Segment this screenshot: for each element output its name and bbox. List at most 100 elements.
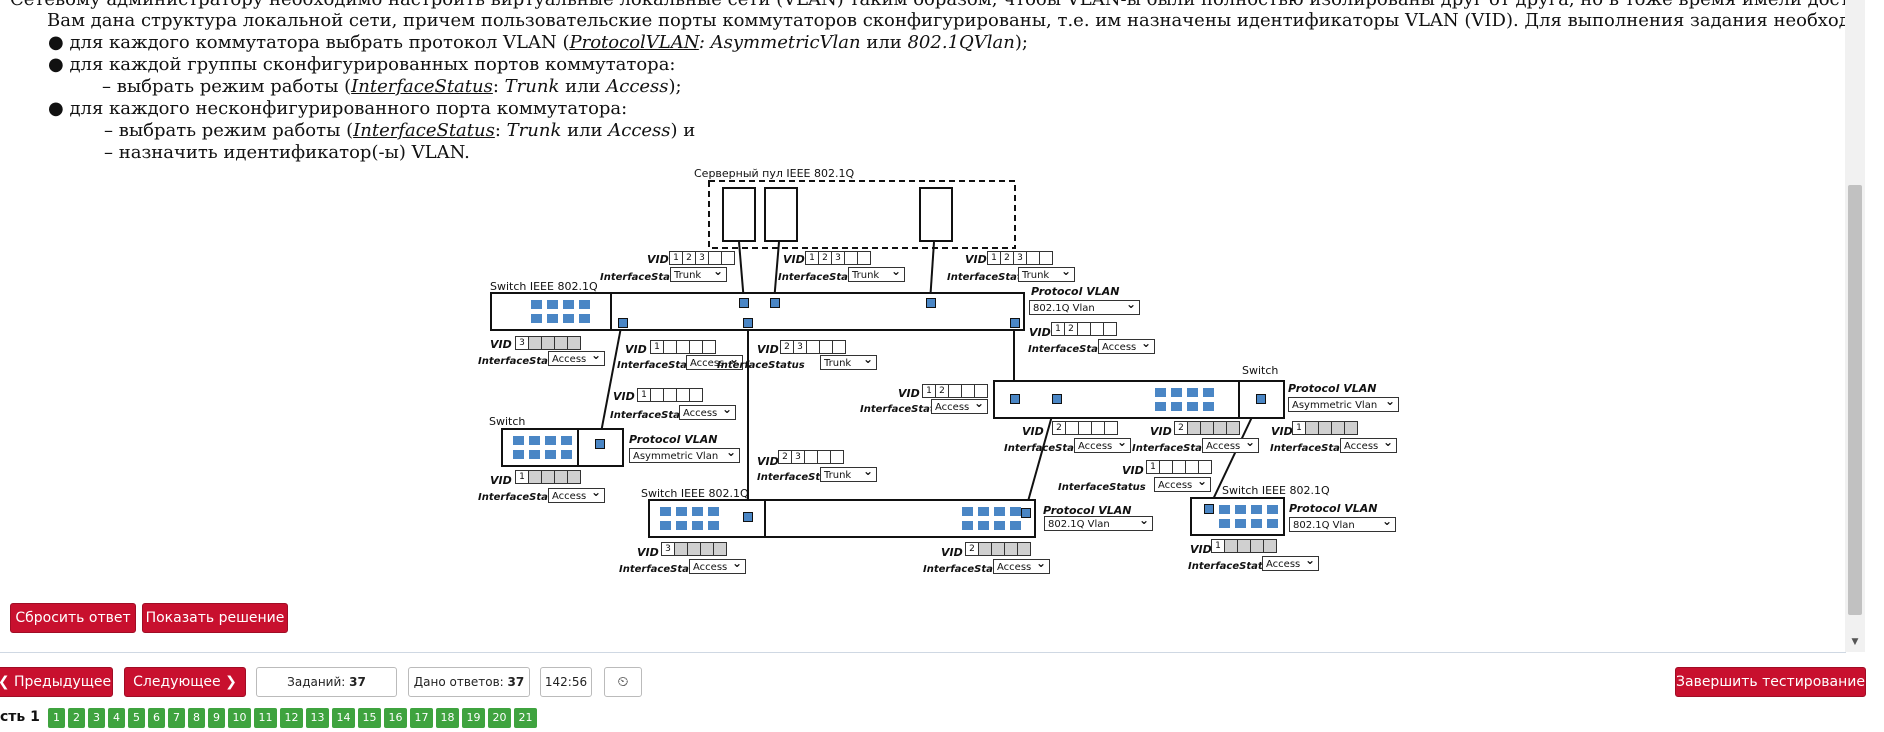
interface-status-select[interactable]: Access xyxy=(931,399,988,414)
page-number-button[interactable]: 21 xyxy=(514,708,537,728)
page-number-button[interactable]: 5 xyxy=(128,708,145,728)
switch-ports xyxy=(1219,505,1278,528)
interface-status-select[interactable]: Access xyxy=(686,355,743,370)
interface-status-select[interactable]: Access xyxy=(1074,438,1131,453)
vid-label: VID xyxy=(1150,425,1172,438)
page-number-button[interactable]: 7 xyxy=(168,708,185,728)
interface-status-label: InterfaceStatus xyxy=(1058,482,1146,493)
page-number-button[interactable]: 12 xyxy=(280,708,303,728)
chevron-left-icon: ❮ xyxy=(0,674,14,690)
next-button[interactable]: Следующее ❯ xyxy=(124,667,246,697)
interface-status-label: InterfaceStatus xyxy=(478,492,566,503)
port xyxy=(1204,504,1214,514)
port xyxy=(1010,394,1020,404)
switch-bottom-label: Switch IEEE 802.1Q xyxy=(641,487,749,500)
switch-left-panel xyxy=(501,428,579,467)
interface-status-select[interactable]: Access xyxy=(993,559,1050,574)
page-number-button[interactable]: 20 xyxy=(488,708,511,728)
clock-icon[interactable]: ⏲ xyxy=(604,667,642,697)
page-number-button[interactable]: 1 xyxy=(48,708,65,728)
show-solution-button[interactable]: Показать решение xyxy=(142,603,288,633)
scrollbar-thumb[interactable] xyxy=(1848,185,1862,615)
vid-cells[interactable]: 1 xyxy=(1146,460,1212,474)
vid-cells[interactable]: 1 xyxy=(637,388,703,402)
reset-answer-button[interactable]: Сбросить ответ xyxy=(10,603,136,633)
vid-cells[interactable]: 1 xyxy=(1211,539,1277,553)
vid-cells[interactable]: 1 xyxy=(515,470,581,484)
port xyxy=(770,298,780,308)
page-number-button[interactable]: 2 xyxy=(68,708,85,728)
interface-status-select[interactable]: Access xyxy=(548,488,605,503)
finish-test-button[interactable]: Завершить тестирование xyxy=(1675,667,1866,697)
switch-right-label: Switch xyxy=(1242,364,1279,377)
protocol-vlan-select[interactable]: 802.1Q Vlan xyxy=(1029,300,1140,315)
vid-label: VID xyxy=(1122,464,1144,477)
vid-label: VID xyxy=(1029,326,1051,339)
page-number-button[interactable]: 15 xyxy=(358,708,381,728)
page-number-button[interactable]: 3 xyxy=(88,708,105,728)
interface-status-select[interactable]: Trunk xyxy=(820,467,877,482)
task-bullet-3-sub1: – выбрать режим работы (InterfaceStatus:… xyxy=(104,120,696,141)
interface-status-select[interactable]: Trunk xyxy=(1018,267,1075,282)
vid-cells[interactable]: 1 xyxy=(650,340,716,354)
vid-label: VID xyxy=(613,390,635,403)
protocol-vlan-select[interactable]: Asymmetric Vlan xyxy=(1288,397,1399,412)
page-number-button[interactable]: 18 xyxy=(436,708,459,728)
interface-status-select[interactable]: Access xyxy=(679,405,736,420)
vid-cells[interactable]: 1 xyxy=(1292,421,1358,435)
protocol-vlan-select[interactable]: Asymmetric Vlan xyxy=(629,448,740,463)
scroll-down-arrow-icon[interactable]: ▼ xyxy=(1851,637,1859,647)
vid-label: VID xyxy=(625,343,647,356)
switch-top-panel xyxy=(490,292,612,331)
page-number-button[interactable]: 10 xyxy=(228,708,251,728)
task-panel: Сетевому администратору необходимо настр… xyxy=(0,0,1846,653)
switch-bottom-panel xyxy=(648,499,766,538)
prev-button[interactable]: ❮ Предыдущее xyxy=(0,667,113,697)
interface-status-select[interactable]: Access xyxy=(1202,438,1259,453)
interface-status-select[interactable]: Access xyxy=(1098,339,1155,354)
page-number-button[interactable]: 14 xyxy=(332,708,355,728)
vid-cells[interactable]: 2 xyxy=(1174,421,1240,435)
interface-status-select[interactable]: Access xyxy=(548,351,605,366)
page-number-button[interactable]: 13 xyxy=(306,708,329,728)
task-bullet-1: ● для каждого коммутатора выбрать проток… xyxy=(48,32,1028,53)
page-number-button[interactable]: 17 xyxy=(410,708,433,728)
vid-label: VID xyxy=(647,253,669,266)
vid-label: VID xyxy=(1271,425,1293,438)
interface-status-select[interactable]: Trunk xyxy=(670,267,727,282)
interface-status-select[interactable]: Access xyxy=(1262,556,1319,571)
interface-status-select[interactable]: Access xyxy=(1154,477,1211,492)
vid-label: VID xyxy=(898,387,920,400)
page-number-button[interactable]: 16 xyxy=(384,708,407,728)
page-number-button[interactable]: 9 xyxy=(208,708,225,728)
page-number-button[interactable]: 4 xyxy=(108,708,125,728)
page-number-button[interactable]: 8 xyxy=(188,708,205,728)
page-number-button[interactable]: 6 xyxy=(148,708,165,728)
vid-cells[interactable]: 2 xyxy=(1052,421,1118,435)
switch-ports xyxy=(1155,388,1214,411)
server-pool-label: Серверный пул IEEE 802.1Q xyxy=(694,167,855,180)
page-number-button[interactable]: 19 xyxy=(462,708,485,728)
vid-cells[interactable]: 3 xyxy=(661,542,727,556)
task-bullet-3-sub2: – назначить идентификатор(-ы) VLAN. xyxy=(104,142,470,163)
protocol-vlan-select[interactable]: 802.1Q Vlan xyxy=(1044,516,1153,531)
interface-status-select[interactable]: Trunk xyxy=(848,267,905,282)
vid-label: VID xyxy=(965,253,987,266)
interface-status-select[interactable]: Access xyxy=(689,559,746,574)
protocol-vlan-label: Protocol VLAN xyxy=(1288,382,1377,395)
interface-status-select[interactable]: Access xyxy=(1340,438,1397,453)
vid-cells[interactable]: 2 xyxy=(965,542,1031,556)
vid-cells[interactable]: 3 xyxy=(515,336,581,350)
interface-status-label: InterfaceStatus xyxy=(1004,443,1092,454)
interface-status-select[interactable]: Trunk xyxy=(820,355,877,370)
page-number-button[interactable]: 11 xyxy=(254,708,277,728)
switch-left-label: Switch xyxy=(489,415,526,428)
protocol-vlan-select[interactable]: 802.1Q Vlan xyxy=(1289,517,1396,532)
